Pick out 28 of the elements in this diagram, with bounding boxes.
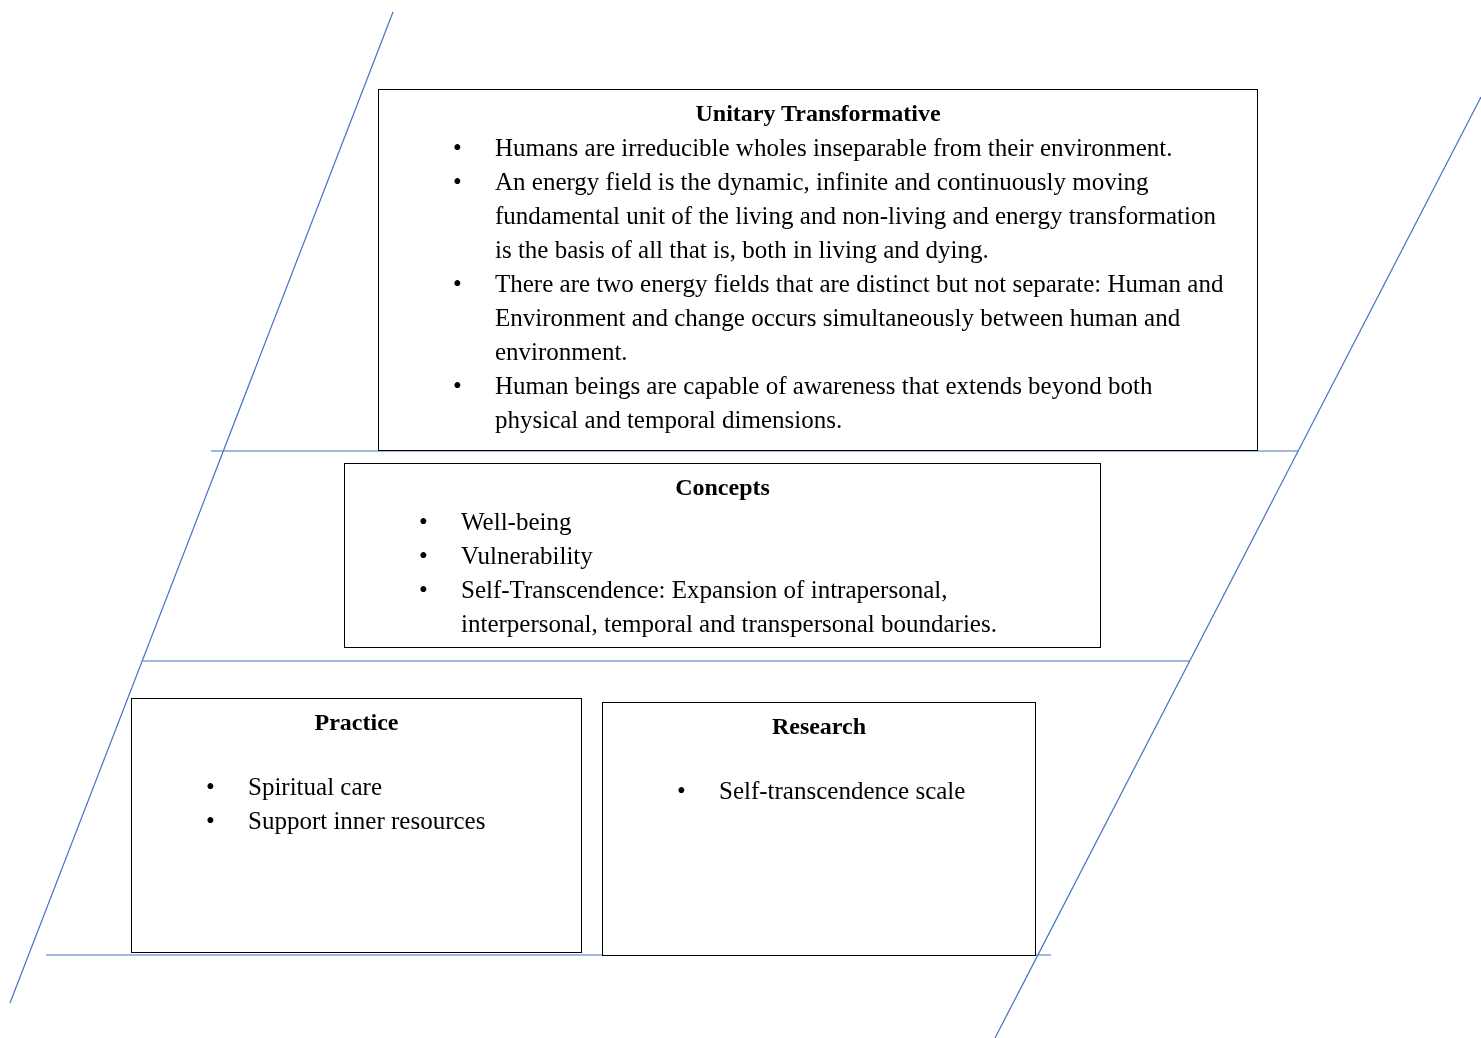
bullet-icon: •	[677, 774, 686, 808]
bullet-text: Humans are irreducible wholes inseparable from their environment.	[495, 134, 1173, 161]
box-heading: Unitary Transformative	[694, 100, 942, 127]
bullet-text: Well-being	[461, 508, 572, 535]
bullet-text: Vulnerability	[461, 542, 593, 569]
text-box	[378, 89, 1258, 451]
bullet-icon: •	[453, 267, 462, 301]
bullet-text: Human beings are capable of awareness that extends beyond both physical and temporal dimensions.	[495, 372, 1153, 433]
bullet-icon: •	[419, 505, 428, 539]
box-heading: Concepts	[674, 474, 771, 501]
bullet-text: Support inner resources	[248, 807, 486, 834]
bullet-text: Spiritual care	[248, 773, 382, 800]
bullet-icon: •	[419, 539, 428, 573]
bullet-text: Self-transcendence scale	[719, 777, 966, 804]
bullet-icon: •	[206, 804, 215, 838]
bullet-icon: •	[453, 369, 462, 403]
box-heading: Practice	[313, 709, 400, 736]
bullet-icon: •	[453, 131, 462, 165]
bullet-icon: •	[453, 165, 462, 199]
bullet-text: There are two energy fields that are distinct but not separate: Human and Environment and change occurs simultaneously between human and environment.	[495, 270, 1224, 365]
bullet-icon: •	[419, 573, 428, 607]
text-box	[131, 698, 582, 953]
bullet-text: Self-Transcendence: Expansion of intrapersonal, interpersonal, temporal and transpersonal boundaries.	[461, 576, 997, 637]
bullet-text: An energy field is the dynamic, infinite and continuously moving fundamental unit of the living and non-living and energy transformation is the basis of all that is, both in living and dying.	[495, 168, 1216, 263]
text-box	[344, 463, 1101, 648]
box-heading: Research	[770, 713, 868, 740]
text-box	[602, 702, 1036, 956]
bullet-icon: •	[206, 770, 215, 804]
